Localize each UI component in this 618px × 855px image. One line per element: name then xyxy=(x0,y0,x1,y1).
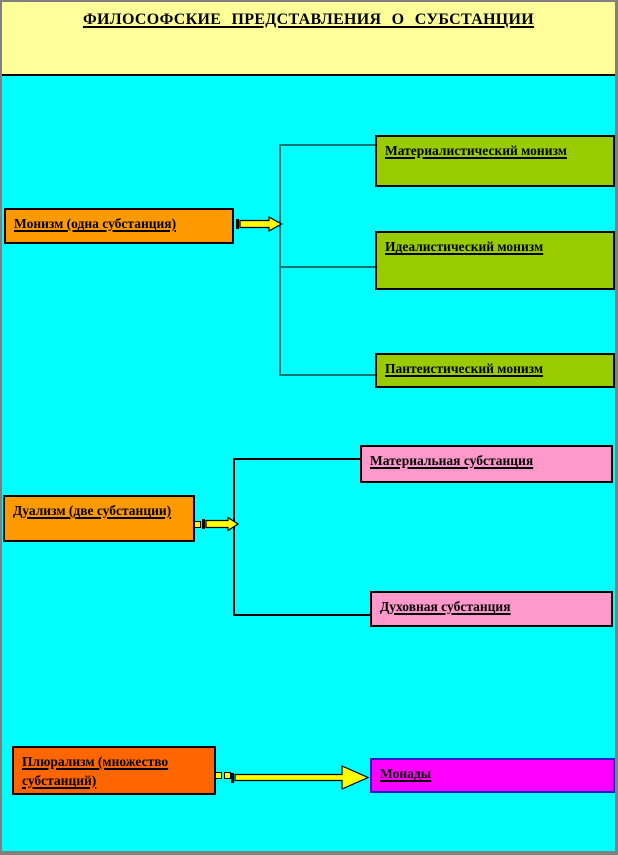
connector-monism-branch-1 xyxy=(279,144,375,146)
arrow-dash-icon xyxy=(194,521,201,528)
page-title: ФИЛОСОФСКИЕ ПРЕДСТАВЛЕНИЯ О СУБСТАНЦИИ xyxy=(82,11,535,28)
arrow-dash-icon xyxy=(224,772,231,779)
right-arrow-icon xyxy=(236,215,283,233)
node-dualism-label: Дуализм (две субстанции) xyxy=(13,503,172,518)
node-pantheistic-monism[interactable]: Пантеистический монизм xyxy=(375,353,615,388)
node-dualism[interactable]: Дуализм (две субстанции) xyxy=(3,495,195,542)
node-material-substance-label: Материальная субстанция xyxy=(370,453,534,468)
node-monads-label: Монады xyxy=(380,766,432,781)
node-idealistic-monism-label: Идеалистический монизм xyxy=(385,239,544,254)
node-monism-label: Монизм (одна субстанция) xyxy=(14,216,177,231)
header: ФИЛОСОФСКИЕ ПРЕДСТАВЛЕНИЯ О СУБСТАНЦИИ xyxy=(2,2,615,76)
node-spiritual-substance[interactable]: Духовная субстанция xyxy=(370,591,613,627)
node-spiritual-substance-label: Духовная субстанция xyxy=(380,599,511,614)
node-pluralism[interactable]: Плюрализм (множество субстанций) xyxy=(12,746,216,795)
node-idealistic-monism[interactable]: Идеалистический монизм xyxy=(375,231,615,290)
right-arrow-icon xyxy=(231,765,369,790)
node-materialistic-monism[interactable]: Материалистический монизм xyxy=(375,135,615,187)
connector-monism-branch-2 xyxy=(279,266,375,268)
node-monism[interactable]: Монизм (одна субстанция) xyxy=(4,208,234,244)
connector-monism-branch-3 xyxy=(279,374,375,376)
connector-dualism-vertical xyxy=(233,458,235,616)
node-monads[interactable]: Монады xyxy=(370,758,615,793)
node-pantheistic-monism-label: Пантеистический монизм xyxy=(385,361,544,376)
node-materialistic-monism-label: Материалистический монизм xyxy=(385,143,567,158)
connector-monism-vertical xyxy=(279,145,281,376)
connector-dualism-branch-1 xyxy=(233,458,360,460)
right-arrow-icon xyxy=(202,516,239,532)
node-material-substance[interactable]: Материальная субстанция xyxy=(360,445,613,483)
connector-dualism-branch-2 xyxy=(233,614,370,616)
node-pluralism-label: Плюрализм (множество субстанций) xyxy=(22,754,169,788)
arrow-dash-icon xyxy=(215,772,222,779)
